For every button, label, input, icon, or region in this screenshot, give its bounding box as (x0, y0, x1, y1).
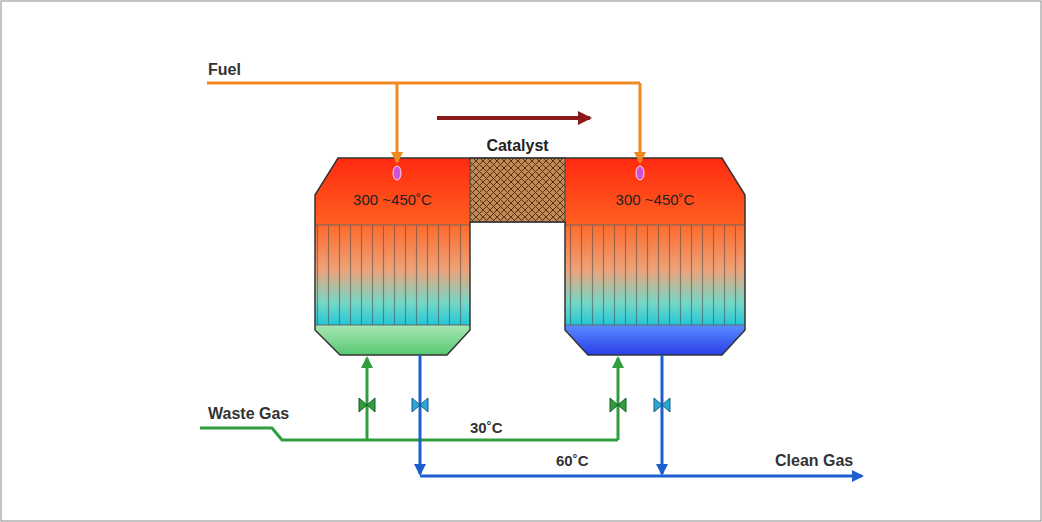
bed-title: Catalyst (470, 136, 565, 155)
burner-flame (636, 166, 644, 180)
bed-boundary (315, 225, 745, 226)
fuel-pipe (396, 83, 399, 162)
ceramic-channels (315, 225, 470, 325)
valve-symbol (610, 398, 626, 412)
waste-gas-pipe (366, 358, 369, 440)
waste-gas-pipe (617, 358, 620, 440)
stream-label: Fuel (208, 61, 241, 79)
clean-gas-pipe (420, 475, 862, 478)
flow-direction-arrow (437, 116, 590, 120)
temperature-label: 60˚C (556, 452, 589, 470)
temperature-range: 300 ~450˚C (315, 191, 470, 209)
ceramic-bed (315, 225, 745, 325)
reactor-fill (315, 158, 745, 355)
valve-symbol (412, 398, 428, 412)
inlet-plenum (315, 325, 470, 355)
clean-gas-pipe (419, 355, 422, 474)
waste-gas-pipe (200, 428, 618, 440)
clean-gas-pipe (661, 355, 664, 474)
reactor-outline (315, 158, 745, 355)
temperature-label: 30˚C (470, 419, 503, 437)
regenerator-chamber: 300 ~450˚C (315, 158, 470, 355)
valve-symbol (359, 398, 375, 412)
temperature-range: 300 ~450˚C (565, 191, 745, 209)
waste-gas-pipes (200, 358, 618, 440)
valve-symbol (654, 398, 670, 412)
burner-flame (393, 166, 401, 180)
fuel-pipe (639, 83, 642, 162)
stream-label: Waste Gas (208, 405, 289, 423)
fuel-pipe (207, 82, 640, 85)
outlet-plenum (565, 325, 745, 355)
bed-boundary (315, 325, 745, 326)
clean-gas-pipes (420, 355, 862, 476)
stream-label: Clean Gas (775, 452, 853, 470)
fuel-pipes (207, 83, 640, 162)
ceramic-channels (565, 225, 745, 325)
regenerator-chamber: 300 ~450˚C (565, 158, 745, 355)
catalyst-bed: Catalyst (470, 136, 565, 222)
valves (359, 398, 670, 412)
combustion-zone (315, 158, 745, 225)
catalyst-mesh (470, 158, 565, 222)
